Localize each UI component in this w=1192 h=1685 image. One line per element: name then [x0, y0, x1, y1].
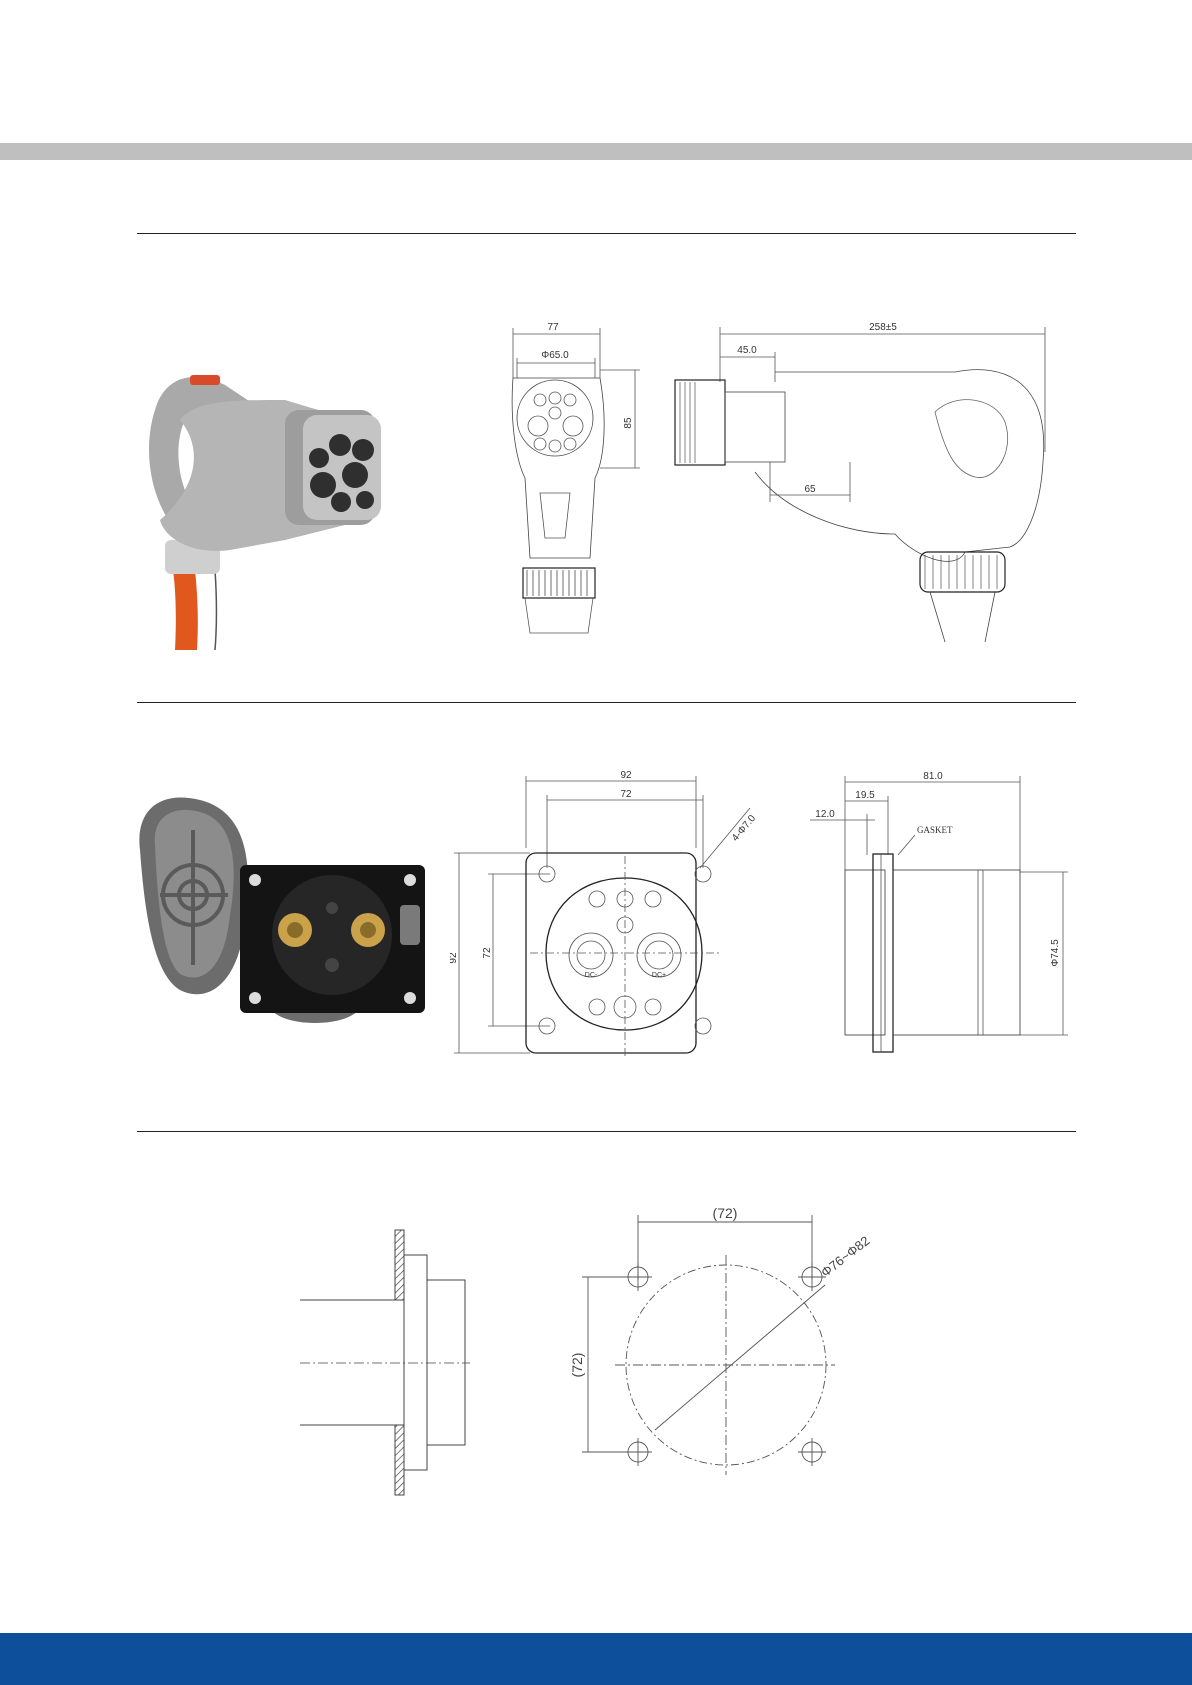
vehicle-inlet-photo [130, 790, 430, 1030]
dim-flange-offset: 19.5 [855, 790, 875, 801]
dim-cutout-diameter: Φ76~Φ82 [818, 1233, 872, 1280]
inlet-front-view-drawing: 92 72 92 72 4-Φ7.0 DC- DC+ [450, 768, 770, 1068]
top-grey-band [0, 143, 1192, 160]
dim-front-depth: 12.0 [815, 809, 835, 820]
plug-front-view-drawing: 77 Φ65.0 85 [495, 318, 645, 648]
dim-mounting-holes: 4-Φ7.0 [730, 813, 758, 844]
dim-front-width: 77 [547, 322, 559, 333]
charging-plug-photo [135, 360, 405, 650]
bottom-blue-band [0, 1633, 1192, 1685]
dim-cutout-hole-spacing-h: (72) [713, 1205, 738, 1221]
dim-nose-length: 45.0 [737, 345, 757, 356]
dim-front-diameter: Φ65.0 [541, 350, 569, 361]
dim-outer-height: 92 [450, 952, 459, 964]
label-gasket: GASKET [917, 825, 953, 835]
inlet-side-view-drawing: 81.0 19.5 12.0 GASKET Φ74.5 [805, 770, 1075, 1060]
dim-outer-width: 92 [620, 770, 632, 781]
section-divider-1 [137, 233, 1076, 234]
section-divider-3 [137, 1131, 1076, 1132]
section-divider-2 [137, 702, 1076, 703]
dim-cutout-hole-spacing-v: (72) [569, 1353, 585, 1378]
dim-front-height: 85 [623, 417, 634, 429]
dim-total-depth: 81.0 [923, 771, 943, 782]
label-dc-minus: DC- [585, 972, 598, 979]
dim-body-diameter: Φ74.5 [1050, 939, 1061, 967]
dim-total-length: 258±5 [869, 322, 897, 333]
dim-grip-length: 65 [804, 484, 816, 495]
panel-mount-side-drawing [300, 1225, 490, 1505]
plug-side-view-drawing: 258±5 45.0 65 [655, 312, 1055, 662]
panel-cutout-drawing: (72) (72) Φ76~Φ82 [560, 1205, 920, 1505]
label-dc-plus: DC+ [652, 972, 666, 979]
dim-hole-spacing-v: 72 [482, 947, 493, 959]
dim-hole-spacing-h: 72 [620, 789, 632, 800]
